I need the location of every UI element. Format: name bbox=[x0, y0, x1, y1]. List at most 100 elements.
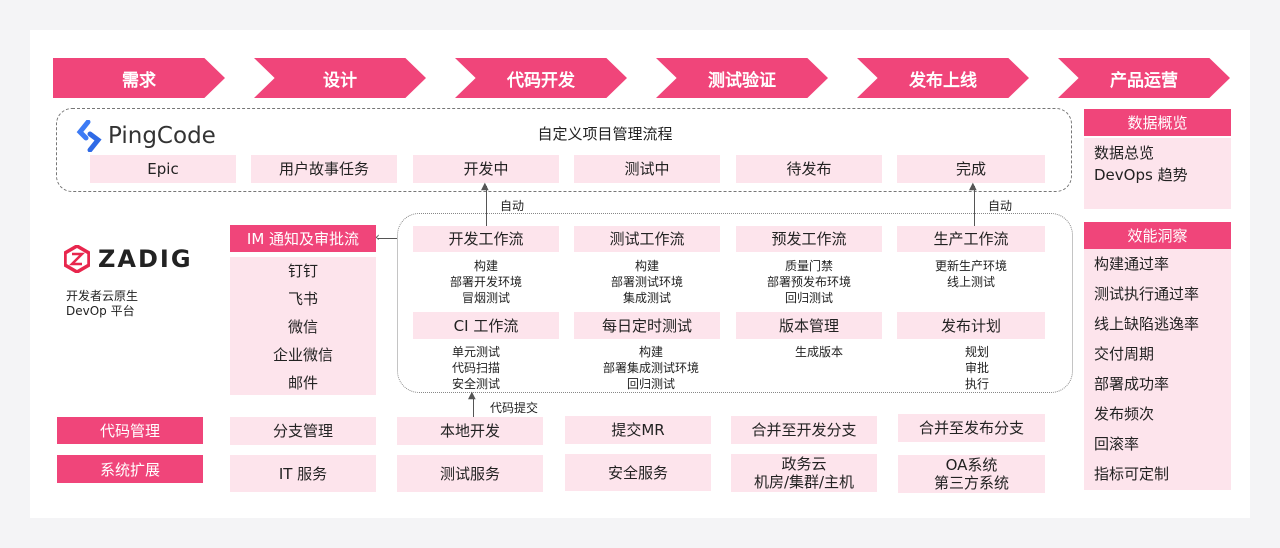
pingcode-title: 自定义项目管理流程 bbox=[537, 125, 673, 143]
workflow-staging: 预发工作流 bbox=[736, 226, 882, 252]
step: 构建 bbox=[638, 345, 663, 359]
pingcode-container bbox=[56, 108, 1072, 192]
step: 更新生产环境 bbox=[934, 259, 1007, 273]
insight-item: 线上缺陷逃逸率 bbox=[1094, 315, 1200, 333]
pingcode-logo-text: PingCode bbox=[108, 123, 216, 149]
pingcode-logo: PingCode bbox=[76, 120, 216, 152]
sys-ext-test: 测试服务 bbox=[397, 455, 543, 492]
insights-list: 构建通过率 测试执行通过率 线上缺陷逃逸率 交付周期 部署成功率 发布频次 回滚… bbox=[1084, 249, 1231, 490]
commit-arrow bbox=[473, 396, 474, 418]
stage-operations: 产品运营 bbox=[1058, 58, 1230, 98]
arrow-left-icon: ‹ bbox=[375, 230, 380, 244]
data-overview-item: 数据总览 bbox=[1094, 144, 1155, 162]
step: 执行 bbox=[964, 377, 989, 391]
insight-item: 发布频次 bbox=[1094, 405, 1155, 423]
workflow-ci-steps: 单元测试代码扫描安全测试 bbox=[403, 344, 549, 392]
insights-title: 效能洞察 bbox=[1084, 222, 1231, 249]
auto-arrow-dev bbox=[486, 186, 487, 226]
commit-label: 代码提交 bbox=[490, 401, 539, 415]
step: 集成测试 bbox=[622, 291, 671, 305]
workflow-staging-steps: 质量门禁部署预发布环境回归测试 bbox=[736, 258, 882, 306]
workflow-plan-steps: 规划审批执行 bbox=[904, 344, 1050, 392]
insight-item: 回滚率 bbox=[1094, 435, 1140, 453]
im-arrow bbox=[378, 238, 397, 239]
stage-release: 发布上线 bbox=[857, 58, 1029, 98]
im-item-wechat: 微信 bbox=[287, 318, 318, 336]
step: 质量门禁 bbox=[784, 259, 833, 273]
insight-item: 部署成功率 bbox=[1094, 375, 1170, 393]
stage-design: 设计 bbox=[254, 58, 426, 98]
im-list: 钉钉 飞书 微信 企业微信 邮件 bbox=[230, 257, 376, 395]
sys-ext-security: 安全服务 bbox=[565, 454, 711, 491]
step: 冒烟测试 bbox=[461, 291, 510, 305]
workflow-dev: 开发工作流 bbox=[413, 226, 559, 252]
im-item-feishu: 飞书 bbox=[287, 290, 318, 308]
step-user-story: 用户故事任务 bbox=[251, 155, 397, 183]
step: 部署预发布环境 bbox=[766, 275, 851, 289]
insight-item: 交付周期 bbox=[1094, 345, 1155, 363]
step: 部署开发环境 bbox=[449, 275, 522, 289]
sys-ext-it: IT 服务 bbox=[230, 455, 376, 492]
step: 代码扫描 bbox=[451, 361, 500, 375]
stage-requirements: 需求 bbox=[53, 58, 225, 98]
step: 构建 bbox=[634, 259, 659, 273]
step: 规划 bbox=[964, 345, 989, 359]
data-overview-list: 数据总览 DevOps 趋势 bbox=[1084, 138, 1231, 209]
workflow-prod-steps: 更新生产环境线上测试 bbox=[898, 258, 1044, 290]
step: 单元测试 bbox=[451, 345, 500, 359]
step: 回归测试 bbox=[626, 377, 675, 391]
data-overview-title: 数据概览 bbox=[1084, 109, 1231, 136]
im-title: IM 通知及审批流 bbox=[230, 225, 376, 252]
zadig-workflow-container bbox=[397, 213, 1073, 393]
insight-item: 指标可定制 bbox=[1094, 465, 1170, 483]
step-testing: 测试中 bbox=[574, 155, 720, 183]
workflow-test: 测试工作流 bbox=[574, 226, 720, 252]
sys-ext-oa: OA系统 第三方系统 bbox=[898, 455, 1045, 493]
code-mgmt-branch: 分支管理 bbox=[230, 417, 376, 445]
code-mgmt-local-dev: 本地开发 bbox=[397, 417, 543, 445]
sys-ext-gov-cloud: 政务云 机房/集群/主机 bbox=[731, 454, 877, 492]
zadig-logo-text: ZADIG bbox=[98, 245, 193, 273]
insight-item: 构建通过率 bbox=[1094, 255, 1170, 273]
im-item-dingtalk: 钉钉 bbox=[287, 262, 318, 280]
workflow-test-steps: 构建部署测试环境集成测试 bbox=[574, 258, 720, 306]
step: 部署集成测试环境 bbox=[602, 361, 699, 375]
data-overview-item: DevOps 趋势 bbox=[1094, 166, 1188, 184]
step: 构建 bbox=[473, 259, 498, 273]
code-mgmt-label: 代码管理 bbox=[57, 417, 203, 444]
auto-label-prod: 自动 bbox=[988, 199, 1013, 213]
workflow-version: 版本管理 bbox=[736, 312, 882, 339]
workflow-dev-steps: 构建部署开发环境冒烟测试 bbox=[413, 258, 559, 306]
step-pending-release: 待发布 bbox=[736, 155, 882, 183]
workflow-prod: 生产工作流 bbox=[897, 226, 1045, 252]
workflow-release-plan: 发布计划 bbox=[897, 312, 1045, 339]
pingcode-logo-icon bbox=[76, 120, 102, 152]
workflow-version-steps: 生成版本 bbox=[746, 344, 892, 360]
workflow-daily-steps: 构建部署集成测试环境回归测试 bbox=[578, 344, 724, 392]
im-item-email: 邮件 bbox=[287, 374, 318, 392]
workflow-daily-test: 每日定时测试 bbox=[574, 312, 720, 339]
zadig-logo: ZADIG bbox=[64, 245, 193, 273]
step: 回归测试 bbox=[784, 291, 833, 305]
code-mgmt-merge-dev: 合并至开发分支 bbox=[731, 416, 877, 444]
insight-item: 测试执行通过率 bbox=[1094, 285, 1200, 303]
sys-ext-label: 系统扩展 bbox=[57, 455, 203, 483]
zadig-logo-icon bbox=[64, 245, 90, 273]
step: 部署测试环境 bbox=[610, 275, 683, 289]
step: 生成版本 bbox=[794, 345, 843, 359]
arrow-head-icon: ▲ bbox=[481, 181, 489, 192]
arrow-head-icon: ▲ bbox=[969, 181, 977, 192]
zadig-subtitle-2: DevOp 平台 bbox=[66, 304, 135, 318]
step: 安全测试 bbox=[451, 377, 500, 391]
stage-testing: 测试验证 bbox=[656, 58, 828, 98]
step-developing: 开发中 bbox=[413, 155, 559, 183]
step-epic: Epic bbox=[90, 155, 236, 183]
stage-coding: 代码开发 bbox=[455, 58, 627, 98]
code-mgmt-merge-release: 合并至发布分支 bbox=[898, 414, 1045, 442]
arrow-head-icon: ▲ bbox=[468, 390, 476, 401]
code-mgmt-submit-mr: 提交MR bbox=[565, 416, 711, 444]
workflow-ci: CI 工作流 bbox=[413, 312, 559, 339]
step-done: 完成 bbox=[897, 155, 1045, 183]
auto-arrow-prod bbox=[974, 186, 975, 226]
zadig-subtitle-1: 开发者云原生 bbox=[66, 289, 139, 303]
